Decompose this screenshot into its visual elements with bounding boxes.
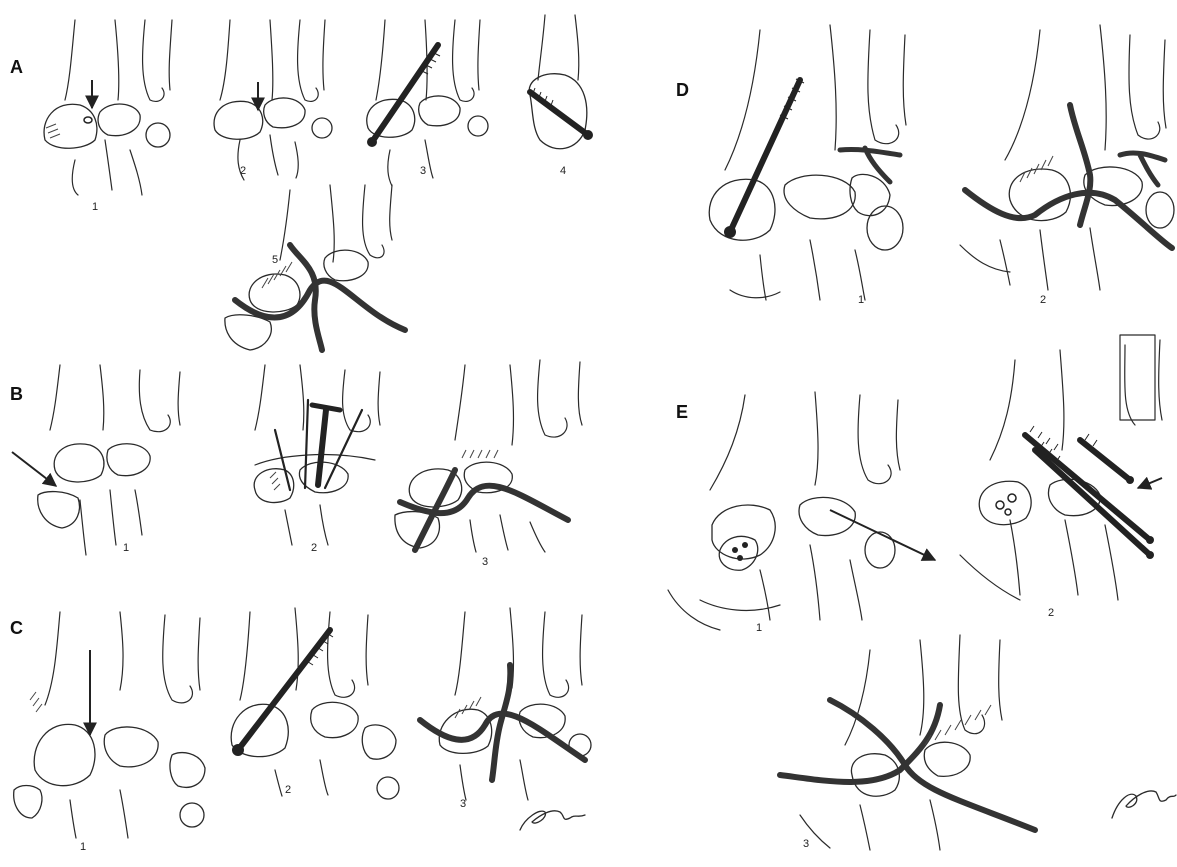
signature-c — [520, 811, 585, 830]
sketch-d2 — [960, 25, 1174, 290]
sketch-c1 — [14, 612, 205, 838]
sketch-a1 — [44, 20, 172, 195]
sketch-c2 — [231, 608, 399, 799]
sketch-a5 — [225, 185, 405, 350]
sketch-e2 — [960, 335, 1162, 600]
sketch-a3 — [367, 20, 488, 186]
sketch-b2 — [254, 365, 380, 545]
sketch-a2 — [214, 20, 332, 180]
sketch-c3 — [420, 608, 591, 800]
sketch-e1 — [668, 392, 935, 630]
panel-c-drawings — [14, 608, 591, 838]
sketch-d1 — [709, 25, 906, 300]
panel-a-drawings — [44, 15, 593, 350]
panel-d-drawings — [709, 25, 1174, 300]
sketch-b3 — [395, 360, 582, 552]
signature-e — [1112, 791, 1176, 818]
sketch-e3 — [780, 635, 1035, 850]
sketch-a4 — [529, 15, 593, 149]
sketch-b1 — [12, 365, 180, 555]
panel-b-drawings — [12, 360, 582, 555]
panel-e-drawings — [668, 335, 1176, 850]
